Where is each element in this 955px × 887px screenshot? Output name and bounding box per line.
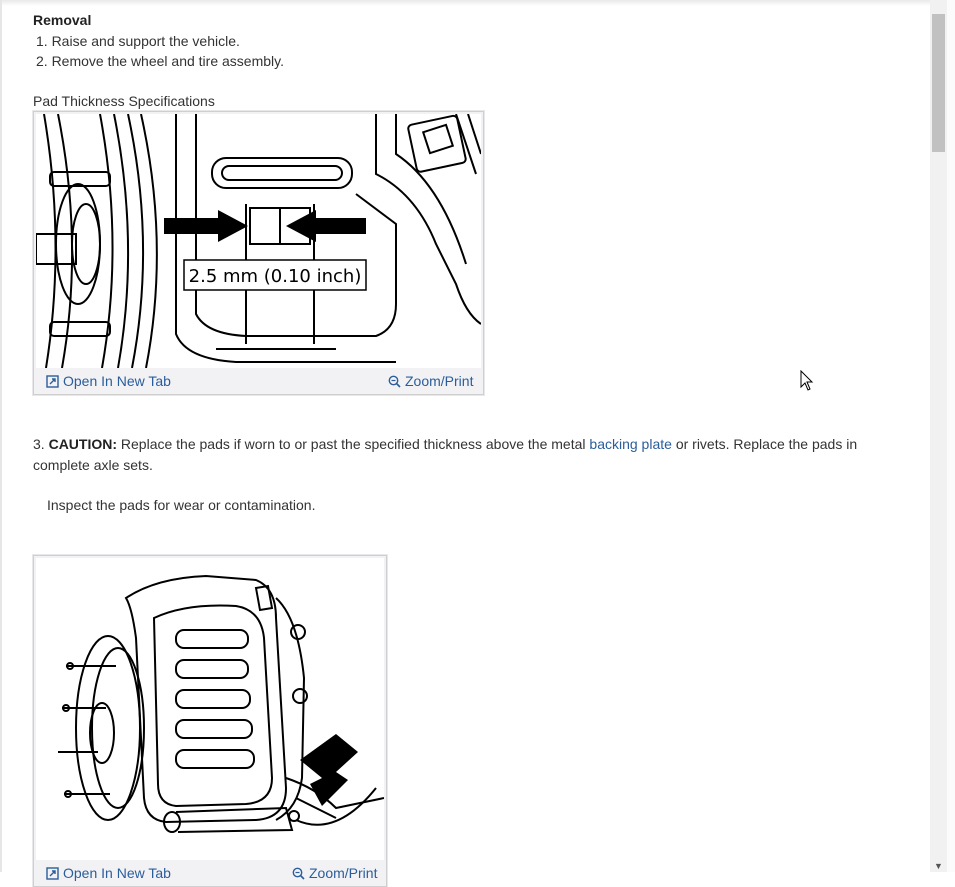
figure-pad-thickness-image[interactable]: 2.5 mm (0.10 inch) bbox=[36, 114, 481, 368]
step-2: 2. Remove the wheel and tire assembly. bbox=[36, 53, 284, 69]
inspect-text: Inspect the pads for wear or contaminati… bbox=[47, 497, 316, 513]
pad-thickness-callout: 2.5 mm (0.10 inch) bbox=[189, 266, 362, 287]
figure1-toolbar: Open In New Tab Zoom/Print bbox=[36, 370, 481, 392]
left-edge bbox=[0, 0, 2, 872]
open-in-new-tab-label-2: Open In New Tab bbox=[63, 865, 171, 881]
caution-label: CAUTION: bbox=[48, 436, 118, 452]
new-tab-icon bbox=[46, 866, 59, 880]
zoom-print-label: Zoom/Print bbox=[405, 373, 474, 389]
brake-pad-drawing: 2.5 mm (0.10 inch) bbox=[36, 114, 481, 368]
new-tab-icon bbox=[46, 374, 59, 388]
step-3-number: 3. bbox=[33, 436, 45, 452]
caliper-drawing bbox=[58, 574, 384, 833]
figure-pad-thickness: 2.5 mm (0.10 inch) Open In New Tab Zoom/… bbox=[33, 111, 484, 395]
zoom-print-label-2: Zoom/Print bbox=[309, 865, 378, 881]
caution-text-before: Replace the pads if worn to or past the … bbox=[120, 436, 586, 452]
figure-caliper: Open In New Tab Zoom/Print bbox=[33, 555, 387, 887]
section-heading: Removal bbox=[33, 12, 92, 28]
figure2-toolbar: Open In New Tab Zoom/Print bbox=[36, 862, 384, 884]
open-in-new-tab-label: Open In New Tab bbox=[63, 373, 171, 389]
vertical-scrollbar-thumb[interactable] bbox=[932, 14, 945, 152]
backing-plate-link[interactable]: backing plate bbox=[589, 436, 672, 452]
right-edge bbox=[947, 0, 955, 872]
zoom-print-button-2[interactable]: Zoom/Print bbox=[292, 865, 377, 881]
step-3-caution: 3. CAUTION: Replace the pads if worn to … bbox=[33, 434, 893, 476]
scroll-down-arrow-icon[interactable]: ▼ bbox=[934, 861, 943, 871]
open-in-new-tab-button[interactable]: Open In New Tab bbox=[46, 373, 171, 389]
mouse-cursor-icon bbox=[800, 370, 814, 391]
zoom-print-button[interactable]: Zoom/Print bbox=[388, 373, 473, 389]
vertical-scrollbar-track[interactable] bbox=[930, 0, 947, 872]
figure-title: Pad Thickness Specifications bbox=[33, 93, 215, 109]
caution-text-after: or rivets. Replace the pads in complete … bbox=[33, 436, 858, 473]
open-in-new-tab-button-2[interactable]: Open In New Tab bbox=[46, 865, 171, 881]
zoom-icon bbox=[292, 867, 305, 880]
top-shadow bbox=[0, 0, 930, 6]
zoom-icon bbox=[388, 375, 401, 388]
step-1: 1. Raise and support the vehicle. bbox=[36, 33, 240, 49]
figure-caliper-image[interactable] bbox=[36, 558, 384, 860]
